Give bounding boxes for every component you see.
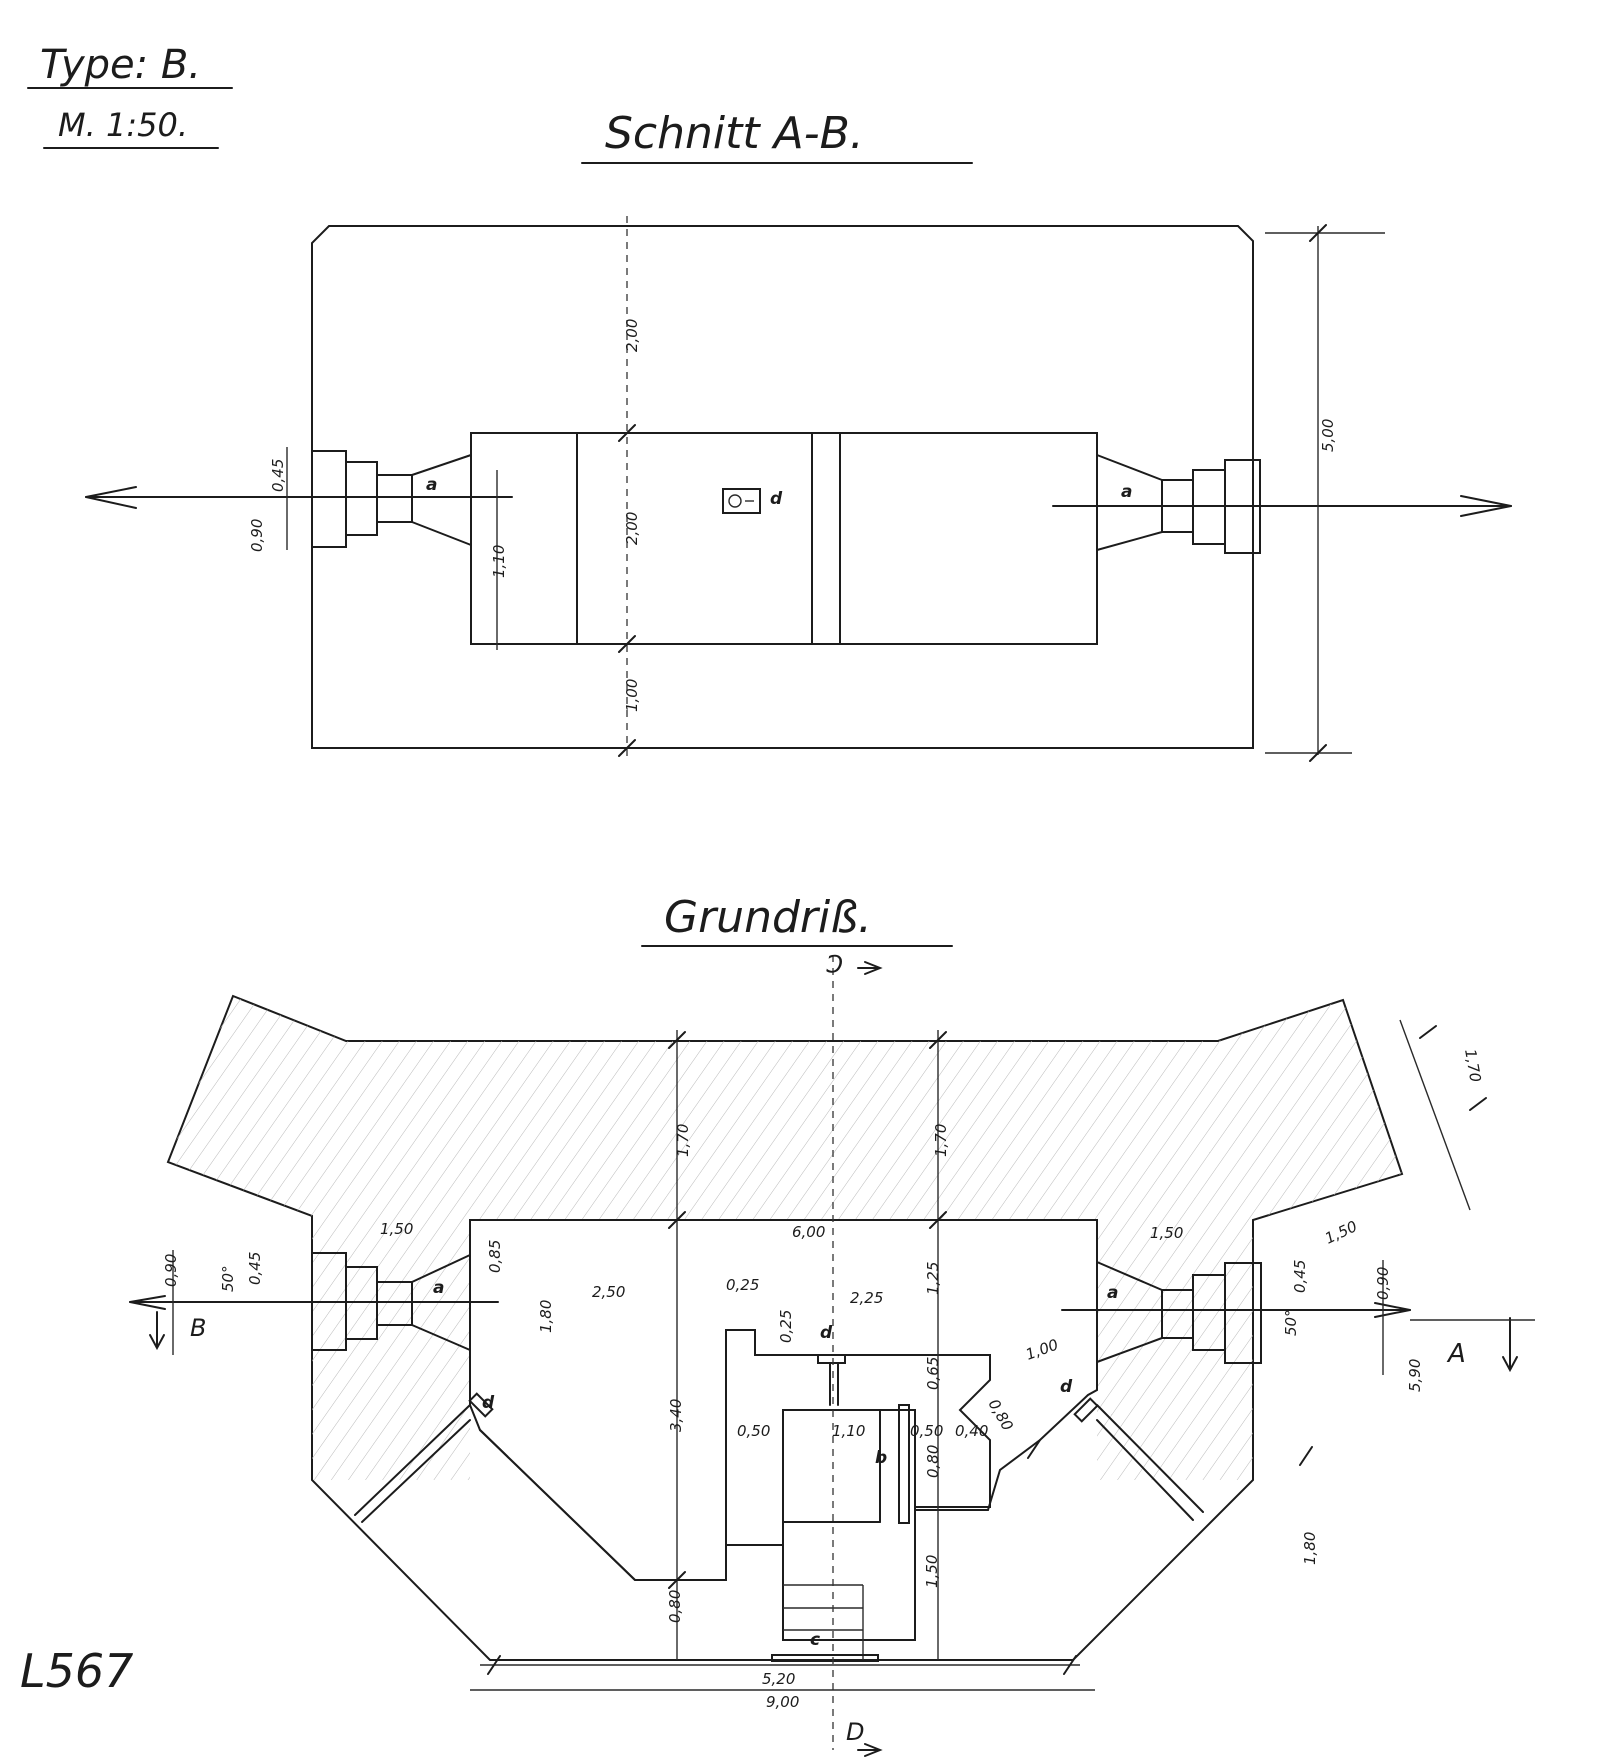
plan-dim-left-wall: 1,50 — [380, 1220, 413, 1238]
sec-dim-embr-depth: 1,10 — [490, 545, 508, 578]
plan-label-b: b — [875, 1448, 887, 1468]
side-door — [898, 1404, 910, 1524]
right-angled-wing — [1073, 1397, 1204, 1521]
plan-dim-rear-right: 1,70 — [932, 1124, 950, 1157]
sec-dim-embr-outer: 0,90 — [248, 519, 266, 552]
cut-label-d: D — [846, 1718, 864, 1746]
plan-dim-total-width: 9,00 — [766, 1693, 799, 1711]
plan-dim-vert-a: 0,65 — [924, 1357, 942, 1390]
plan-dim-vert-b: 0,80 — [924, 1445, 942, 1478]
plan-dim-left-room: 2,50 — [592, 1283, 625, 1301]
plan-title: Grundriß. — [664, 892, 872, 943]
plan-label-a-right: a — [1107, 1283, 1118, 1303]
section-title: Schnitt A-B. — [605, 108, 864, 159]
plan-dim-right-depth: 1,25 — [924, 1262, 942, 1295]
sec-dim-chamber: 2,00 — [623, 512, 641, 545]
plan-dim-right-room: 2,25 — [850, 1289, 883, 1307]
plan-dim-cw1: 0,50 — [737, 1422, 770, 1440]
plan-dim-right-side: 1,00 — [1023, 1335, 1061, 1363]
plan-dim-embr-r-big: 0,90 — [1374, 1267, 1392, 1300]
plan-dim-right-offset: 5,90 — [1406, 1359, 1424, 1392]
section-chamber — [470, 432, 1098, 645]
cut-label-c: C — [826, 949, 843, 977]
sec-dim-bottom: 1,00 — [623, 679, 641, 712]
top-door — [817, 1354, 846, 1364]
sec-label-a-right: a — [1121, 482, 1132, 502]
plan-interior — [469, 1219, 1098, 1641]
title-block: Type: B. M. 1:50. Schnitt A-B. — [27, 42, 973, 164]
sheet-code: L567 — [20, 1644, 133, 1698]
plan-dim-cw4: 0,40 — [955, 1422, 988, 1440]
plan-dim-step-a: 0,25 — [726, 1276, 759, 1294]
scale-label: M. 1:50. — [58, 106, 188, 144]
cut-label-b: B — [190, 1314, 206, 1342]
plan-dim-embr-wall: 0,85 — [486, 1240, 504, 1273]
sec-dim-total: 5,00 — [1319, 419, 1337, 452]
plan-dim-cw2: 1,10 — [832, 1422, 865, 1440]
plan-corridor — [782, 1409, 916, 1641]
plan-angle-left: 50° — [219, 1265, 237, 1292]
plan-label-d-top: d — [820, 1323, 833, 1343]
entrance-stairs — [771, 1584, 879, 1662]
sec-label-a-left: a — [426, 475, 437, 495]
plan-label-d-left: d — [482, 1393, 495, 1413]
plan-right-embrasure — [1096, 1261, 1262, 1364]
plan-dim-diag: 0,80 — [985, 1396, 1017, 1434]
plan-dim-right-wall: 1,50 — [1150, 1224, 1183, 1242]
plan-dim-embr-l-big: 0,90 — [162, 1254, 180, 1287]
plan-dim-room-width: 6,00 — [792, 1223, 825, 1241]
section-drawing — [85, 216, 1512, 762]
sec-dim-top: 2,00 — [623, 319, 641, 352]
left-angled-wing — [354, 1392, 636, 1581]
plan-dim-step-b: 0,25 — [777, 1310, 795, 1343]
plan-drawing — [129, 955, 1535, 1757]
plan-dim-left-depth: 1,80 — [537, 1300, 555, 1333]
cut-label-a: A — [1446, 1339, 1466, 1369]
type-label: Type: B. — [40, 42, 201, 88]
plan-dim-right-wall-upper: 1,50 — [1322, 1217, 1360, 1247]
plan-dim-embr-r-small: 0,45 — [1291, 1260, 1309, 1293]
section-right-embrasure — [1096, 454, 1261, 554]
plan-dim-embr-l-small: 0,45 — [246, 1252, 264, 1285]
plan-dim-side-low: 1,80 — [1301, 1532, 1319, 1565]
plan-angle-right: 50° — [1282, 1309, 1300, 1336]
plan-label-c: c — [810, 1630, 820, 1650]
plan-dim-front-wall: 0,80 — [666, 1590, 684, 1623]
plan-dim-flank-top: 1,70 — [1461, 1048, 1485, 1084]
plan-dim-corridor-h: 3,40 — [667, 1399, 685, 1432]
plan-dim-vert-c: 1,50 — [923, 1555, 941, 1588]
plan-dim-cw3: 0,50 — [910, 1422, 943, 1440]
section-left-embrasure — [311, 450, 472, 548]
section-outline — [311, 225, 1254, 749]
plan-dim-rear-left: 1,70 — [674, 1124, 692, 1157]
plan-label-a-left: a — [433, 1278, 444, 1298]
plan-dim-entrance: 5,20 — [762, 1670, 795, 1688]
plan-label-d-right: d — [1060, 1377, 1073, 1397]
vent-box — [722, 488, 761, 514]
sec-dim-embr-open: 0,45 — [269, 459, 287, 492]
sec-label-d: d — [770, 489, 783, 509]
